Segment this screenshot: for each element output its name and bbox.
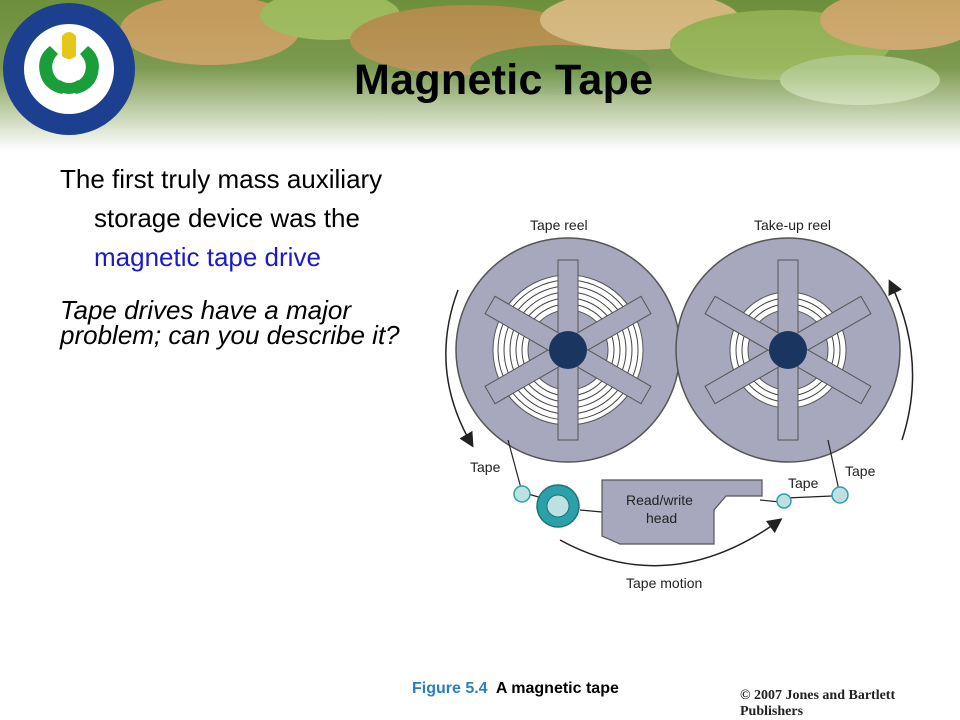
label-takeup-reel: Take-up reel: [754, 217, 831, 233]
label-head-line2: head: [646, 510, 677, 526]
guide-roller-left: [513, 485, 531, 503]
label-tape-mid: Tape: [788, 475, 819, 491]
guide-roller-mid: [776, 493, 792, 509]
tape-drive-figure: Tape reel Take-up reel: [420, 200, 920, 610]
figure-description: A magnetic tape: [495, 680, 619, 697]
copyright-notice: © 2007 Jones and Bartlett Publishers: [740, 688, 896, 719]
read-write-head: [601, 479, 763, 545]
takeup-reel: [675, 237, 901, 463]
right-rotation-arrow: [888, 279, 914, 441]
tape-path: [507, 439, 841, 513]
university-logo: [2, 2, 136, 136]
slide-body: The first truly mass auxiliary storage d…: [60, 160, 400, 348]
left-rotation-arrow: [445, 289, 474, 448]
tape-reel: [455, 237, 681, 463]
highlight-term: magnetic tape drive: [94, 242, 321, 272]
label-head-line1: Read/write: [626, 492, 693, 508]
figure-number: Figure 5.4: [412, 680, 488, 697]
label-tape-right: Tape: [845, 463, 876, 479]
tape-motion-arrow: [559, 518, 783, 567]
bullet-point-2: Tape drives have a major problem; can yo…: [60, 295, 400, 350]
bullet-point-1: The first truly mass auxiliary storage d…: [60, 160, 400, 277]
bullet-point-1-text: The first truly mass auxiliary storage d…: [60, 164, 383, 233]
guide-roller-right: [831, 486, 849, 504]
slide-title: Magnetic Tape: [354, 56, 654, 104]
header-banner: [0, 0, 960, 150]
label-tape-reel: Tape reel: [530, 217, 588, 233]
figure-caption: Figure 5.4 A magnetic tape: [412, 680, 619, 698]
label-tape-motion: Tape motion: [626, 575, 702, 591]
label-tape-left: Tape: [470, 459, 501, 475]
